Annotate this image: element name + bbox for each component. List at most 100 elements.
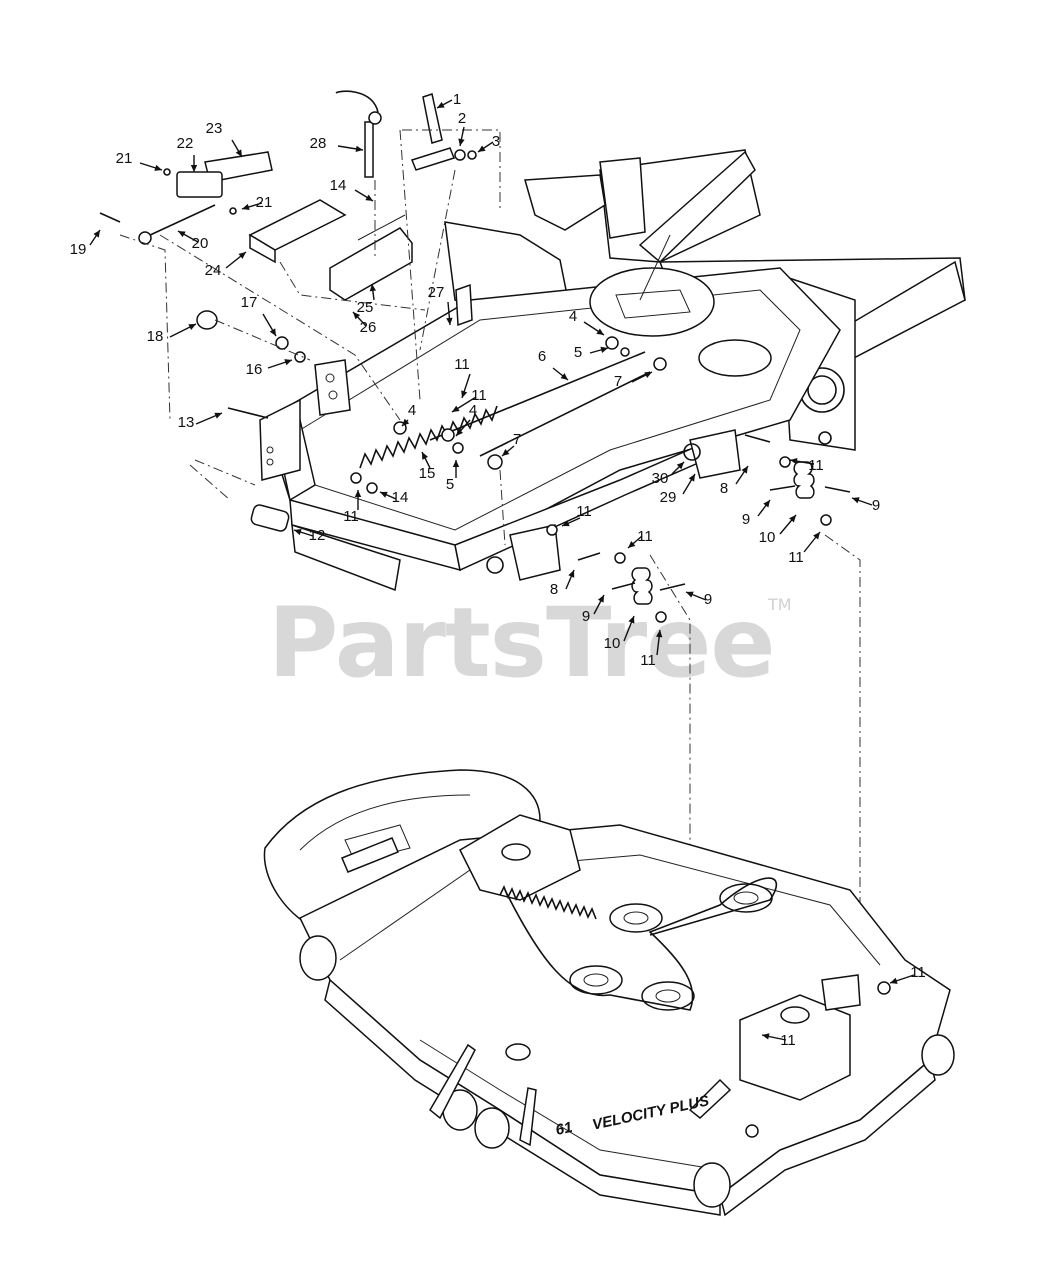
- callout-number: 11: [788, 549, 804, 566]
- callout-number: 11: [808, 457, 824, 474]
- callout-c4b: 4: [401, 402, 416, 427]
- callout-number: 8: [550, 581, 558, 598]
- callout-c1: 1: [436, 91, 461, 109]
- callout-arrowhead: [560, 373, 568, 380]
- callout-arrowhead: [456, 428, 464, 436]
- callout-number: 24: [205, 262, 222, 279]
- callout-c15: 15: [419, 451, 435, 482]
- callout-arrowhead: [628, 541, 636, 548]
- callout-c20: 20: [177, 230, 209, 252]
- callout-arrowhead: [655, 630, 663, 638]
- callout-c11h: 11: [627, 528, 653, 549]
- callout-number: 17: [241, 294, 258, 311]
- callout-number: 10: [759, 529, 776, 546]
- callout-c18: 18: [147, 323, 197, 345]
- callout-arrowhead: [686, 591, 694, 598]
- callout-c27: 27: [428, 284, 453, 326]
- callout-c9a: 9: [582, 594, 605, 625]
- callout-c10a: 10: [604, 615, 635, 652]
- callout-number: 11: [343, 508, 359, 525]
- callout-arrowhead: [762, 1033, 770, 1040]
- callout-c19: 19: [70, 229, 101, 258]
- callout-number: 21: [116, 150, 133, 167]
- callout-arrowhead: [628, 616, 635, 624]
- callout-arrowhead: [676, 462, 684, 470]
- callout-number: 4: [569, 308, 577, 325]
- callout-number: 10: [604, 635, 621, 652]
- callout-number: 29: [660, 489, 677, 506]
- callout-arrowhead: [852, 497, 860, 504]
- callout-c14a: 14: [330, 177, 374, 202]
- callout-number: 14: [392, 489, 409, 506]
- callout-arrowhead: [890, 977, 898, 984]
- callout-number: 5: [446, 476, 454, 493]
- callout-arrowhead: [355, 145, 363, 153]
- callout-number: 9: [704, 591, 712, 608]
- callout-arrowhead: [269, 328, 276, 336]
- callout-number: 9: [582, 608, 590, 625]
- callout-arrowhead: [353, 312, 361, 320]
- callout-number: 4: [469, 402, 477, 419]
- callout-c7a: 7: [614, 371, 653, 390]
- callout-number: 30: [652, 470, 669, 487]
- callout-c11e: 11: [640, 629, 663, 669]
- callout-c24: 24: [205, 251, 247, 279]
- callout-number: 22: [177, 135, 194, 152]
- callout-number: 5: [574, 344, 582, 361]
- callout-arrowhead: [422, 452, 428, 460]
- callout-c10b: 10: [759, 514, 797, 546]
- callout-c9d: 9: [851, 497, 880, 514]
- callout-c3: 3: [477, 133, 500, 153]
- callout-arrowhead: [562, 520, 570, 527]
- callout-c7b: 7: [501, 431, 521, 457]
- callout-c8a: 8: [550, 569, 575, 598]
- callout-arrowhead: [214, 412, 222, 419]
- callout-number: 7: [614, 373, 622, 390]
- callout-c28: 28: [310, 135, 364, 153]
- callout-c11c: 11: [343, 490, 362, 525]
- mower-frame: [227, 149, 966, 623]
- callout-number: 18: [147, 328, 164, 345]
- callout-c22: 22: [177, 135, 198, 172]
- callout-number: 13: [178, 414, 195, 431]
- callout-number: 8: [720, 480, 728, 497]
- callout-number: 2: [458, 110, 466, 127]
- callout-c29: 29: [660, 473, 696, 506]
- callout-c2: 2: [458, 110, 466, 147]
- callout-c21a: 21: [116, 150, 163, 171]
- callout-arrowhead: [402, 418, 410, 426]
- callout-arrowhead: [154, 164, 162, 171]
- callout-c16: 16: [246, 359, 293, 378]
- callout-number: 23: [206, 120, 223, 137]
- callout-number: 20: [192, 235, 209, 252]
- callout-arrowhead: [238, 252, 246, 259]
- callout-number: 11: [640, 652, 656, 669]
- callout-number: 11: [576, 503, 592, 520]
- callout-c4a: 4: [569, 308, 605, 336]
- callout-c30: 30: [652, 461, 685, 487]
- callout-arrowhead: [478, 145, 486, 152]
- callout-c12: 12: [293, 527, 326, 544]
- callout-c23: 23: [206, 120, 243, 158]
- callout-c13: 13: [178, 412, 223, 431]
- callout-arrowhead: [790, 457, 798, 465]
- callout-c17: 17: [241, 294, 277, 337]
- callout-arrowhead: [294, 529, 302, 536]
- callout-number: 11: [471, 387, 487, 404]
- callout-arrowhead: [600, 346, 608, 353]
- callout-number: 11: [454, 356, 470, 373]
- callout-number: 7: [513, 431, 521, 448]
- callout-arrowhead: [597, 595, 604, 603]
- watermark-trademark: TM: [767, 595, 792, 614]
- callout-arrowhead: [93, 230, 100, 238]
- callout-c11j: 11: [761, 1032, 796, 1049]
- callout-c6: 6: [538, 348, 569, 381]
- callout-number: 12: [309, 527, 326, 544]
- callout-arrowhead: [235, 149, 242, 157]
- callout-c9c: 9: [742, 499, 771, 528]
- callout-number: 4: [408, 402, 416, 419]
- callout-arrowhead: [502, 449, 510, 456]
- callout-number: 6: [538, 348, 546, 365]
- callout-c9b: 9: [685, 591, 712, 608]
